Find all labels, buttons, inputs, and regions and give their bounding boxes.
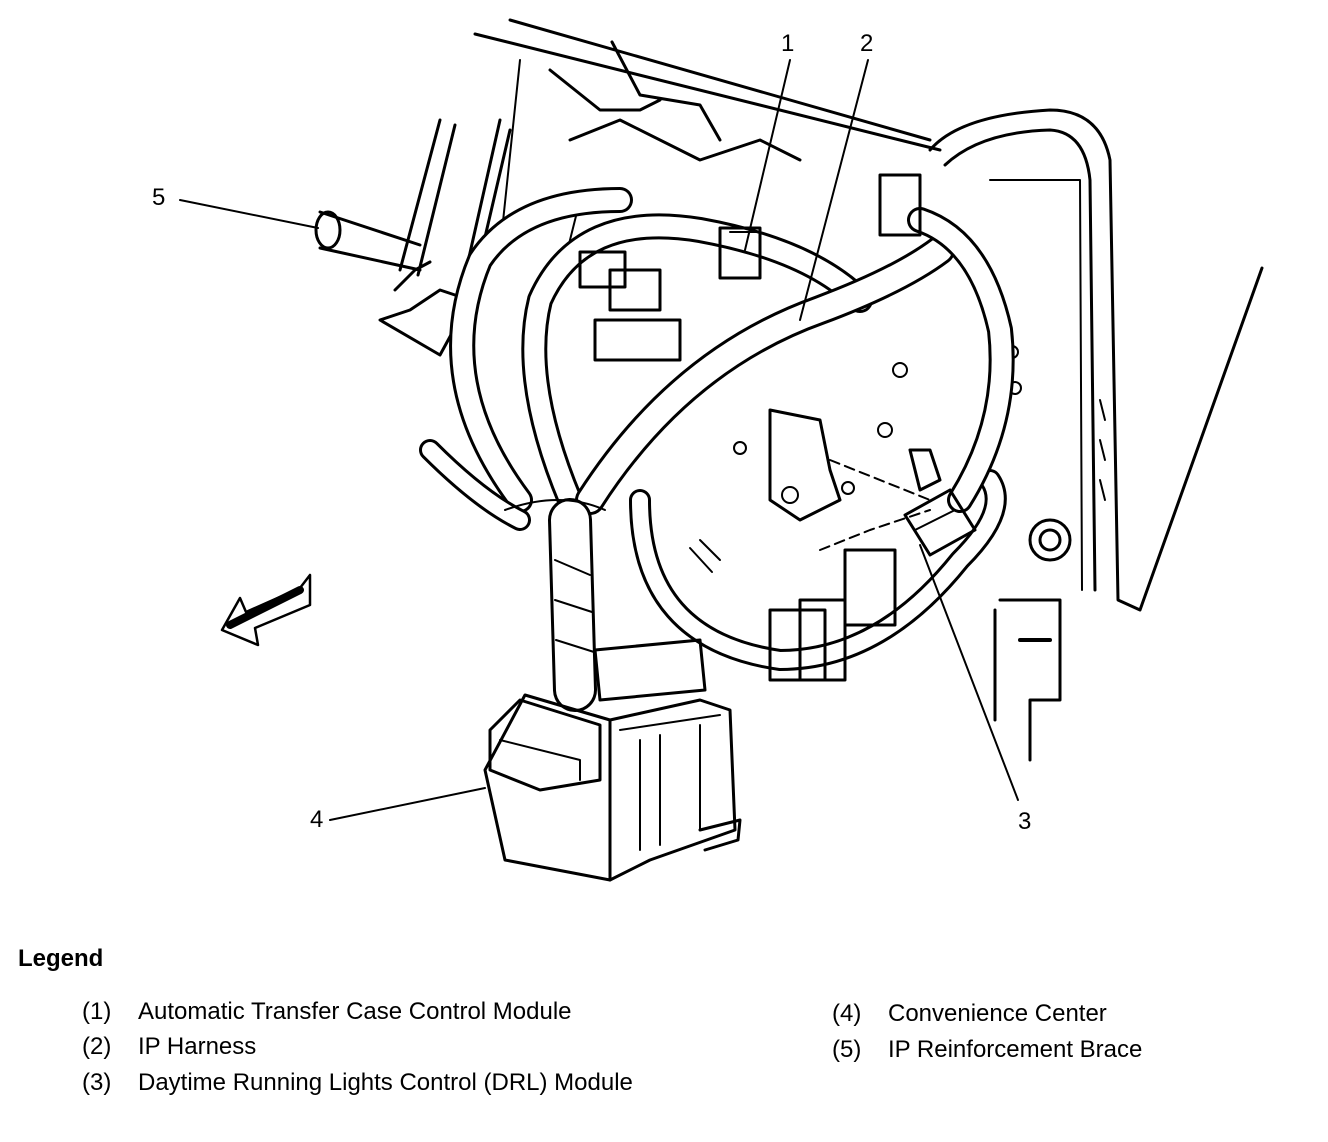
dash-outline [473,18,942,281]
legend-label: Automatic Transfer Case Control Module [138,998,572,1025]
legend-index: (3) [82,1069,112,1096]
legend-label: IP Reinforcement Brace [888,1036,1143,1063]
connectors [578,173,942,682]
legend-title: Legend [18,945,104,972]
callout-1: 1 [781,30,795,57]
ip-reinforcement-brace [314,118,512,357]
ip-harness [419,187,1015,712]
legend-index: (5) [832,1036,862,1063]
callout-leaders [179,59,1019,821]
legend-item-3: (3) Daytime Running Lights Control (DRL)… [82,1069,722,1129]
legend-index: (1) [82,998,112,1025]
callout-5: 5 [152,184,166,211]
forward-arrow-icon [220,573,312,647]
harness-illustration [179,18,1264,882]
convenience-center [483,638,742,882]
legend-label: Daytime Running Lights Control (DRL) Mod… [138,1069,633,1096]
right-panel [928,108,1264,762]
callout-3: 3 [1018,808,1032,835]
callout-2: 2 [860,30,874,57]
legend-index: (4) [832,1000,862,1027]
callout-4: 4 [310,806,324,833]
legend-label: IP Harness [138,1033,257,1060]
drl-module [903,488,977,557]
legend-index: (2) [82,1033,112,1060]
legend-label: Convenience Center [888,1000,1107,1027]
